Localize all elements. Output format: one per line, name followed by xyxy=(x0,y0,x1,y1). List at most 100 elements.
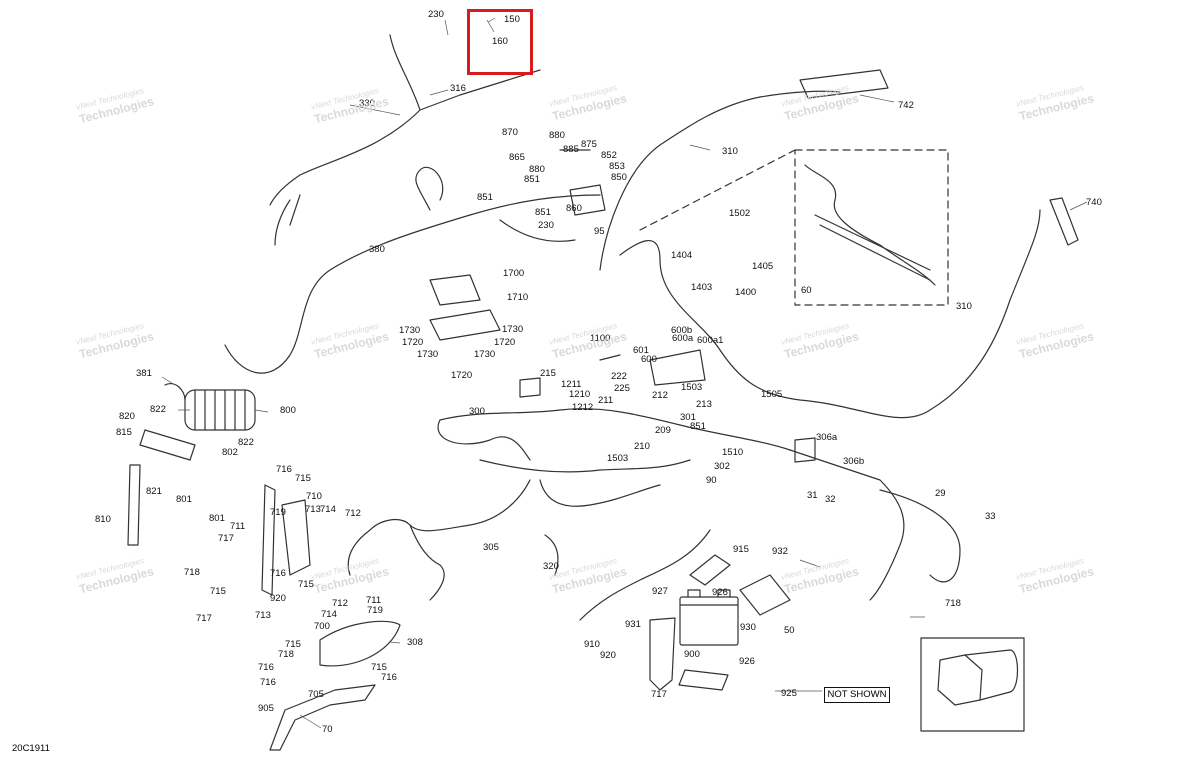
callout-302: 302 xyxy=(714,461,730,472)
callout-600b: 600b xyxy=(671,325,693,336)
callout-306a: 306a xyxy=(816,432,838,443)
callout-712: 712 xyxy=(345,508,361,519)
callout-717: 717 xyxy=(218,533,234,544)
callout-601: 601 xyxy=(633,345,649,356)
callout-927: 927 xyxy=(652,586,668,597)
callout-50: 50 xyxy=(784,625,795,636)
callout-95: 95 xyxy=(594,226,605,237)
callout-851: 851 xyxy=(477,192,493,203)
callout-710: 710 xyxy=(306,491,322,502)
callout-700: 700 xyxy=(314,621,330,632)
callout-320: 320 xyxy=(543,561,559,572)
callout-740: 740 xyxy=(1086,197,1102,208)
callout-910: 910 xyxy=(584,639,600,650)
callout-711: 711 xyxy=(230,521,246,532)
callout-380: 380 xyxy=(369,244,385,255)
harness-305 xyxy=(347,479,531,576)
callout-719: 719 xyxy=(270,507,286,518)
callout-716: 716 xyxy=(276,464,292,475)
callout-230: 230 xyxy=(428,9,444,20)
callout-90: 90 xyxy=(706,475,717,486)
callout-850: 850 xyxy=(611,172,627,183)
callout-212: 212 xyxy=(652,390,668,401)
callout-880: 880 xyxy=(529,164,545,175)
callout-1211: 1211 xyxy=(561,379,582,390)
callout-718: 718 xyxy=(184,567,200,578)
callout-209: 209 xyxy=(655,425,671,436)
callout-1503: 1503 xyxy=(607,453,629,464)
callout-213: 213 xyxy=(696,399,712,410)
callout-932: 932 xyxy=(772,546,788,557)
callout-714: 714 xyxy=(321,609,337,620)
callout-715: 715 xyxy=(298,579,314,590)
callout-1720: 1720 xyxy=(494,337,516,348)
callout-306b: 306b xyxy=(843,456,865,467)
callout-1730: 1730 xyxy=(399,325,421,336)
callout-926: 926 xyxy=(712,587,728,598)
not-shown-label: NOT SHOWN xyxy=(827,689,887,700)
callout-305: 305 xyxy=(483,542,499,553)
callout-1400: 1400 xyxy=(735,287,757,298)
callout-719: 719 xyxy=(367,605,383,616)
callout-225: 225 xyxy=(614,383,630,394)
callout-810: 810 xyxy=(95,514,111,525)
callout-150: 150 xyxy=(504,14,520,25)
callout-853: 853 xyxy=(609,161,625,172)
callout-926: 926 xyxy=(739,656,755,667)
callout-875: 875 xyxy=(581,139,597,150)
callout-865: 865 xyxy=(509,152,525,163)
callout-1730: 1730 xyxy=(474,349,496,360)
callout-222: 222 xyxy=(611,371,627,382)
callout-70: 70 xyxy=(322,724,333,735)
harness-310-upper xyxy=(599,90,841,271)
callout-718: 718 xyxy=(278,649,294,660)
callout-1710: 1710 xyxy=(507,292,529,303)
callout-310: 310 xyxy=(722,146,738,157)
callout-1510: 1510 xyxy=(722,447,744,458)
callout-822: 822 xyxy=(150,404,166,415)
callout-316: 316 xyxy=(450,83,466,94)
callout-230: 230 xyxy=(538,220,554,231)
callout-711: 711 xyxy=(366,595,382,606)
callout-716: 716 xyxy=(381,672,397,683)
callout-1730: 1730 xyxy=(502,324,524,335)
callout-870: 870 xyxy=(502,127,518,138)
callout-32: 32 xyxy=(825,494,836,505)
callout-851: 851 xyxy=(524,174,540,185)
callout-1505: 1505 xyxy=(761,389,783,400)
callout-1404: 1404 xyxy=(671,250,693,261)
callout-381: 381 xyxy=(136,368,152,379)
callout-600a1: 600a1 xyxy=(697,335,724,346)
callout-716: 716 xyxy=(260,677,276,688)
callout-1405: 1405 xyxy=(752,261,774,272)
callout-1403: 1403 xyxy=(691,282,713,293)
callout-920: 920 xyxy=(600,650,616,661)
callout-802: 802 xyxy=(222,447,238,458)
callout-210: 210 xyxy=(634,441,650,452)
callout-925: 925 xyxy=(781,688,797,699)
not-shown-box: NOT SHOWN xyxy=(824,687,890,703)
callout-1212: 1212 xyxy=(572,402,594,413)
callout-1503: 1503 xyxy=(681,382,703,393)
callout-800: 800 xyxy=(280,405,296,416)
callout-717: 717 xyxy=(196,613,212,624)
callout-821: 821 xyxy=(146,486,162,497)
callout-851: 851 xyxy=(690,421,706,432)
callout-905: 905 xyxy=(258,703,274,714)
callout-29: 29 xyxy=(935,488,946,499)
callout-1730: 1730 xyxy=(417,349,439,360)
callout-713: 713 xyxy=(255,610,271,621)
callout-716: 716 xyxy=(258,662,274,673)
callout-1210: 1210 xyxy=(569,389,591,400)
callout-33: 33 xyxy=(985,511,996,522)
harness-310-right xyxy=(619,209,1041,419)
callout-900: 900 xyxy=(684,649,700,660)
callout-718: 718 xyxy=(945,598,961,609)
callout-330: 330 xyxy=(359,98,375,109)
callout-742: 742 xyxy=(898,100,914,111)
callout-715: 715 xyxy=(295,473,311,484)
callout-600a: 600a xyxy=(672,333,694,344)
callout-705: 705 xyxy=(308,689,324,700)
